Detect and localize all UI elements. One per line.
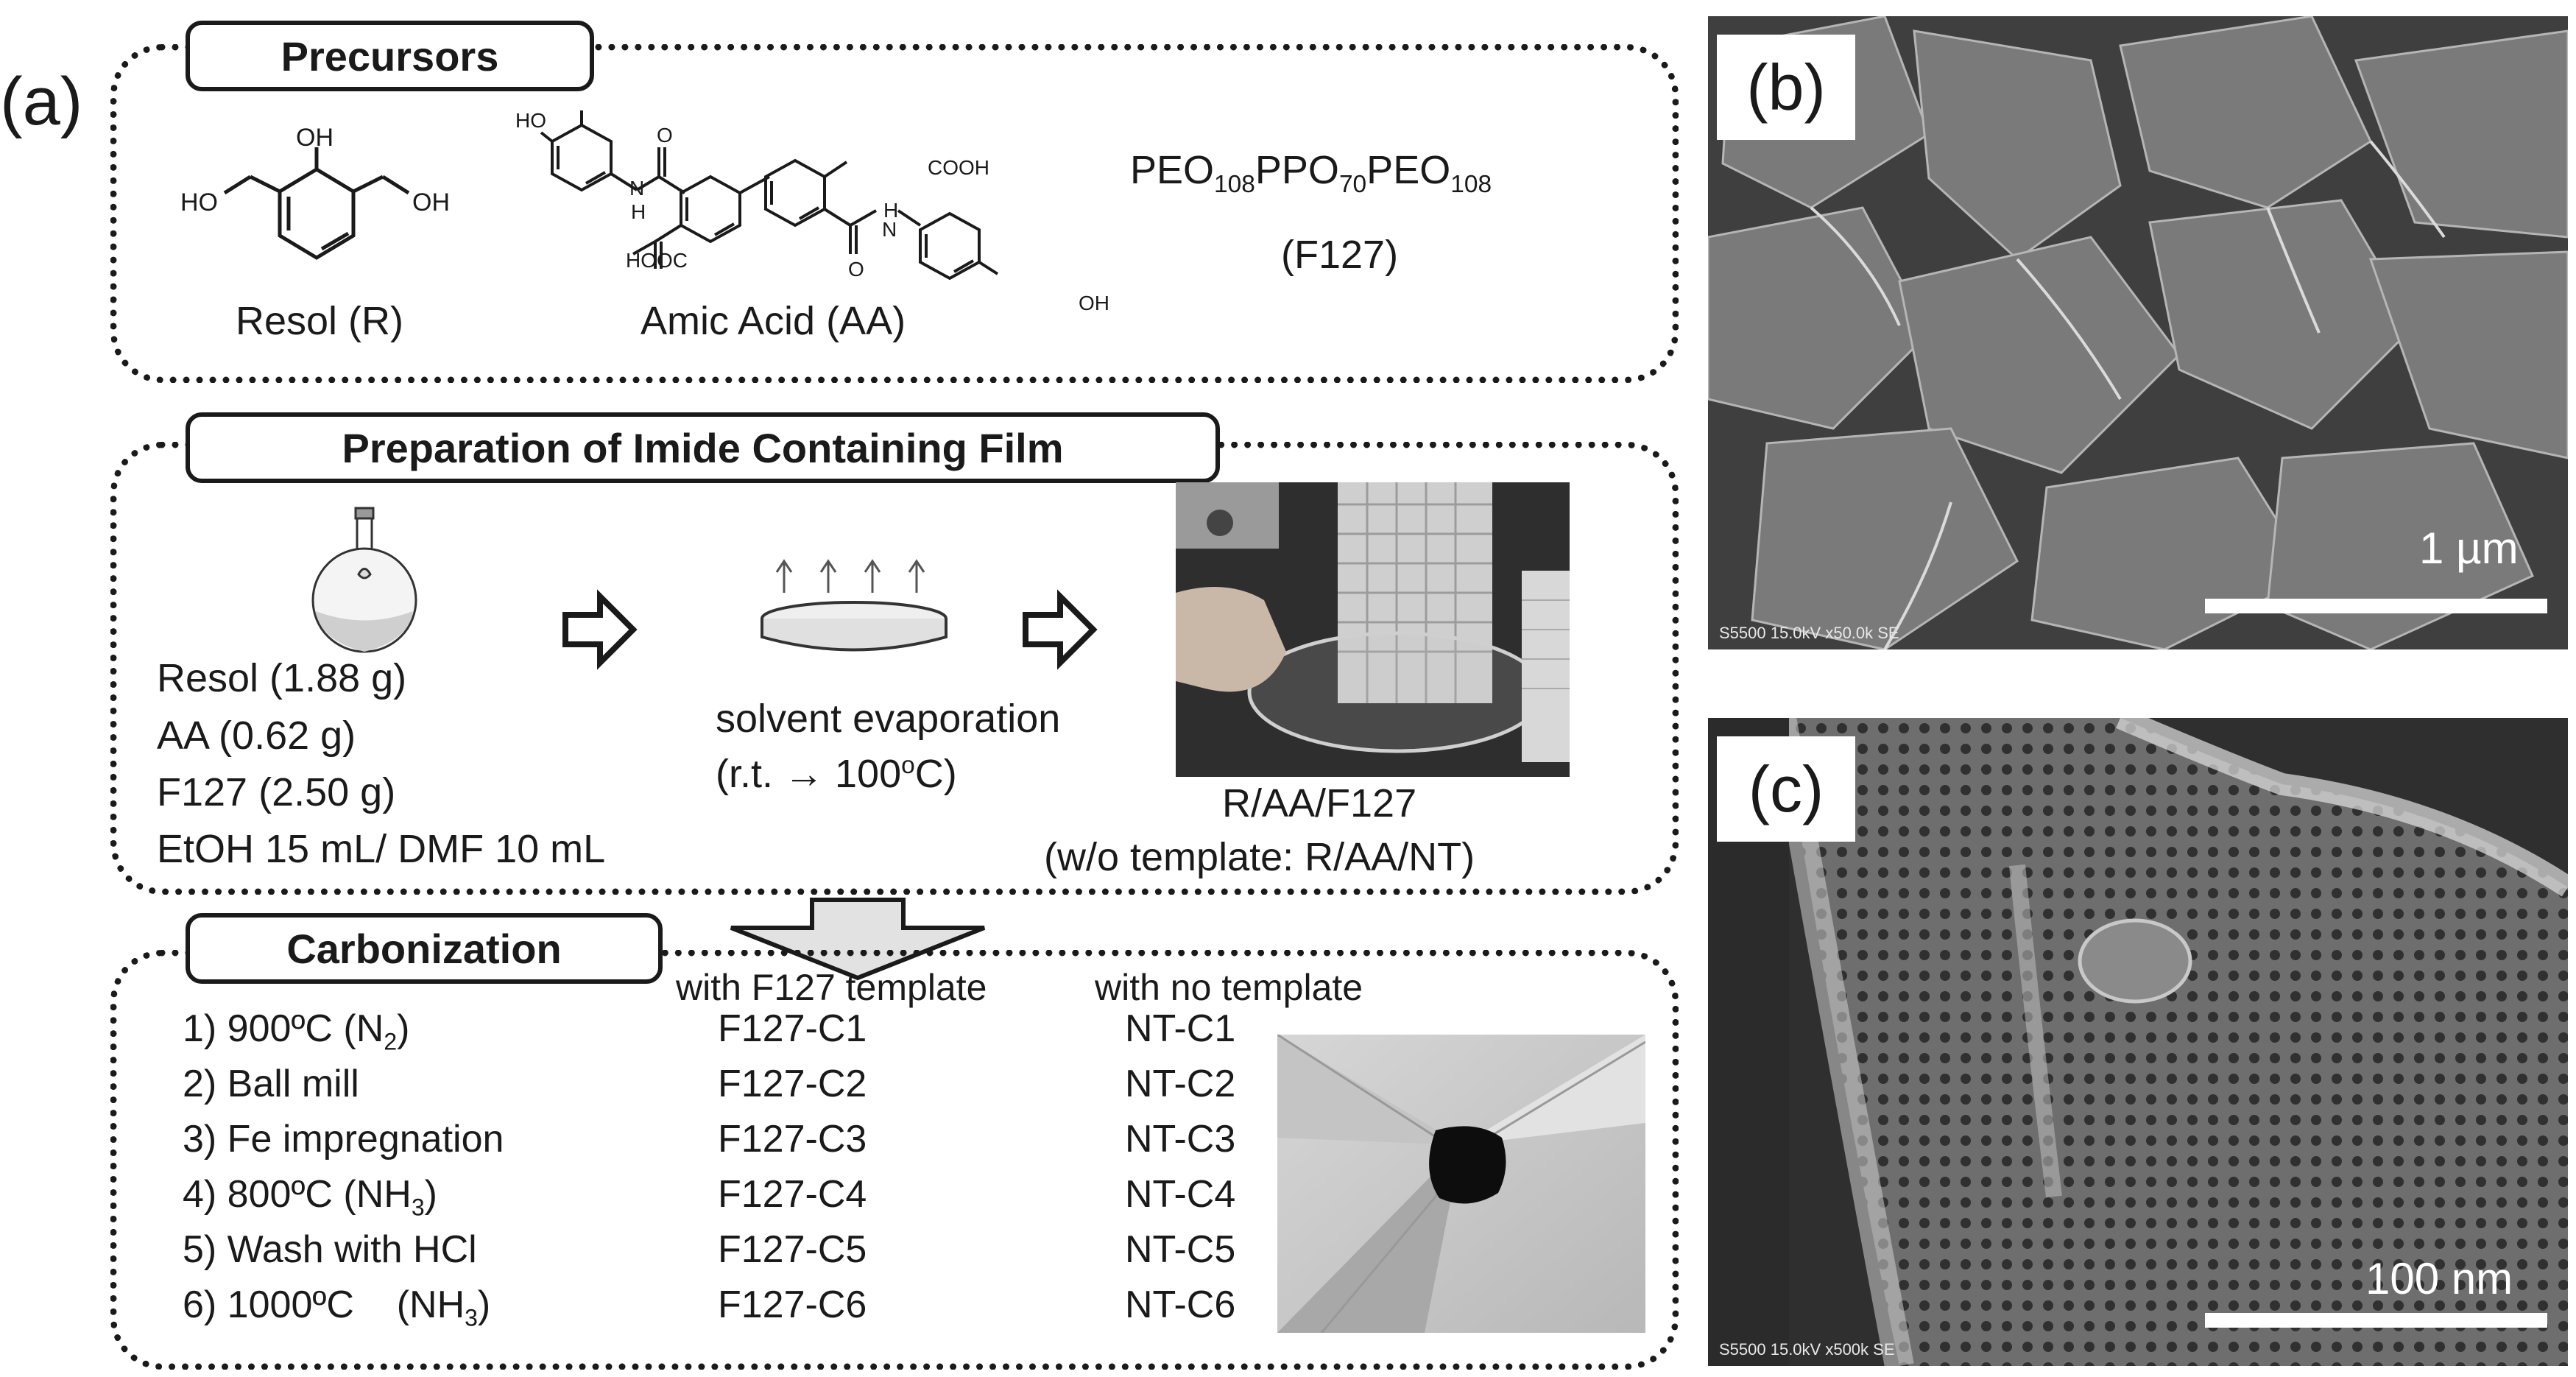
table-cell: F127-C3: [718, 1118, 867, 1161]
film-label: R/AA/F127: [1222, 781, 1417, 825]
amic-acid-label: Amic Acid (AA): [641, 299, 906, 343]
aa-oh-right: OH: [1079, 292, 1109, 314]
table-cell: NT-C5: [1125, 1228, 1236, 1271]
table-cell: NT-C3: [1125, 1118, 1236, 1161]
scale-label-b: 1 µm: [2419, 524, 2519, 573]
step-row: 2) Ball mill: [183, 1063, 359, 1105]
f127-formula: PEO108PPO70PEO108: [1130, 148, 1492, 198]
arrow-right-icon: [562, 589, 638, 670]
table-cell: F127-C6: [718, 1283, 867, 1326]
sem-image-b: [1708, 16, 2568, 649]
evaporation-temp: (r.t. → 100oC): [716, 752, 957, 796]
resol-oh-right: OH: [412, 189, 450, 216]
aa-n-right: N: [882, 218, 897, 241]
resol-oh-top: OH: [296, 124, 334, 152]
table-cell: F127-C2: [718, 1063, 867, 1105]
f127-name: (F127): [1281, 233, 1399, 277]
aa-ho-left: HO: [515, 109, 546, 132]
precursors-box: [110, 44, 1679, 383]
table-cell: F127-C1: [718, 1007, 867, 1050]
step-row: 1) 900ºC (N2): [183, 1007, 410, 1055]
precursors-title: Precursors: [186, 21, 594, 91]
amic-acid-structure: [540, 110, 999, 281]
aa-cooh: COOH: [928, 156, 989, 179]
carbon-powder-photo: [1277, 1035, 1645, 1333]
step-row: 4) 800ºC (NH3): [183, 1173, 437, 1221]
aa-o-bottom: O: [848, 258, 864, 281]
panel-c-letter: (c): [1717, 736, 1855, 842]
resol-structure: [223, 147, 410, 260]
aa-n-left: N: [629, 177, 645, 200]
carbonization-title: Carbonization: [186, 913, 663, 984]
sem-meta-b: S5500 15.0kV x50.0k SE: [1719, 624, 1899, 642]
table-cell: F127-C4: [718, 1173, 867, 1216]
arrow-right-icon: [1023, 589, 1098, 670]
with-template-column: F127-C1 F127-C2 F127-C3 F127-C4 F127-C5 …: [718, 1001, 867, 1333]
table-cell: NT-C2: [1125, 1063, 1236, 1105]
petri-dish-evaporation-icon: [761, 559, 948, 652]
step-row: 3) Fe impregnation: [183, 1118, 504, 1161]
evaporation-label: solvent evaporation: [716, 697, 1061, 741]
aa-hooc: HOOC: [626, 249, 688, 272]
scale-label-c: 100 nm: [2365, 1254, 2513, 1303]
scale-bar-c: [2205, 1313, 2547, 1328]
step-row: 5) Wash with HCl: [183, 1228, 477, 1271]
step-row: 6) 1000ºC (NH3): [183, 1283, 491, 1331]
aa-o-top: O: [657, 124, 673, 147]
ingredient-f127: F127 (2.50 g): [157, 770, 396, 814]
ingredient-aa: AA (0.62 g): [157, 714, 356, 758]
panel-a-letter: (a): [0, 64, 83, 139]
carbonization-steps: 1) 900ºC (N2) 2) Ball mill 3) Fe impregn…: [183, 1001, 504, 1333]
table-cell: NT-C6: [1125, 1283, 1236, 1326]
col-header-with-template: with F127 template: [676, 967, 987, 1008]
aa-h-right: H: [883, 199, 899, 222]
resol-label: Resol (R): [236, 299, 404, 343]
resol-ho-left: HO: [180, 189, 218, 216]
table-cell: NT-C4: [1125, 1173, 1236, 1216]
table-cell: NT-C1: [1125, 1007, 1236, 1050]
col-header-no-template: with no template: [1095, 967, 1363, 1008]
no-template-column: NT-C1 NT-C2 NT-C3 NT-C4 NT-C5 NT-C6: [1125, 1001, 1235, 1333]
round-flask-icon: [311, 507, 417, 653]
scale-bar-b: [2205, 599, 2547, 613]
film-photo: [1176, 482, 1570, 777]
carbonization-box: [110, 950, 1679, 1370]
film-sublabel: (w/o template: R/AA/NT): [1044, 835, 1475, 879]
sem-meta-c: S5500 15.0kV x500k SE: [1719, 1340, 1895, 1359]
aa-h-left: H: [631, 200, 646, 223]
ingredient-solvent: EtOH 15 mL/ DMF 10 mL: [157, 827, 606, 871]
panel-b-letter: (b): [1717, 35, 1855, 140]
preparation-title: Preparation of Imide Containing Film: [186, 412, 1220, 483]
ingredient-resol: Resol (1.88 g): [157, 656, 407, 700]
table-cell: F127-C5: [718, 1228, 867, 1271]
